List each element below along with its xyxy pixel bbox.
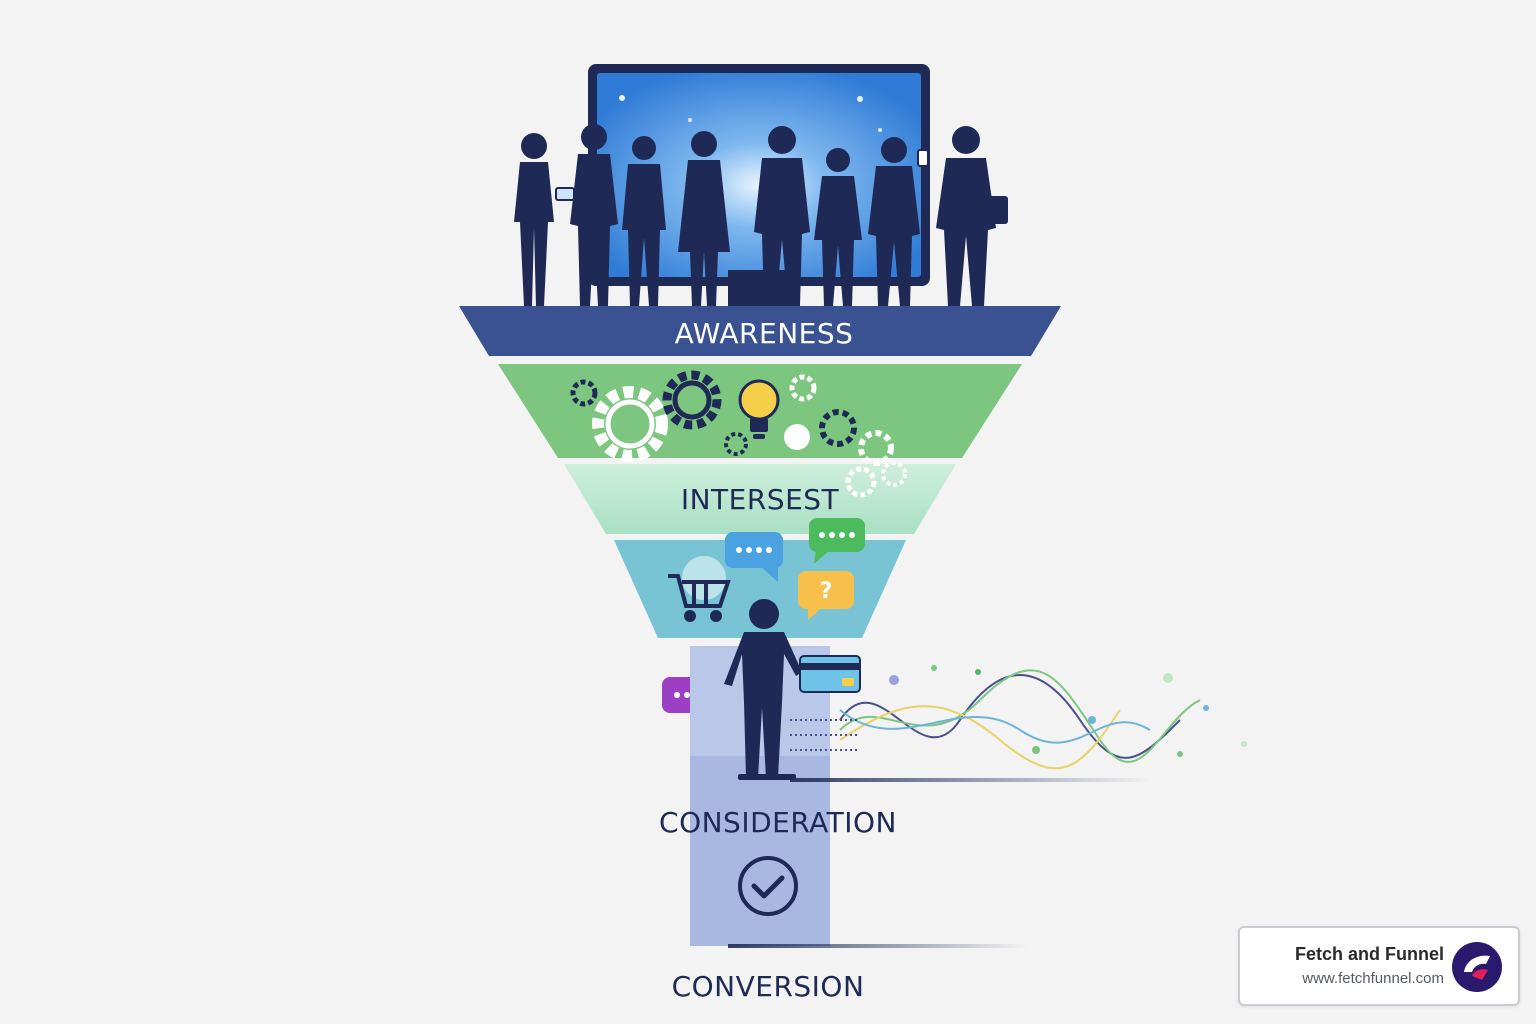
data-wave-lines-icon (790, 665, 1247, 770)
stage-label-interest: INTERSEST (681, 483, 840, 516)
funnel-band-awareness (459, 306, 1061, 356)
person-silhouette-icon (724, 599, 802, 780)
fetchfunnel-logo-icon (1452, 942, 1502, 992)
svg-text:?: ? (820, 579, 833, 604)
question-bubble-icon: ? (798, 571, 854, 620)
stage-label-awareness: AWARENESS (675, 317, 854, 350)
credit-card-icon (799, 655, 861, 693)
gear-icon (570, 370, 907, 498)
stage-label-conversion: CONVERSION (672, 970, 865, 1003)
people-silhouettes-icon (514, 124, 1008, 306)
brand-card[interactable]: Fetch and Funnel www.fetchfunnel.com (1238, 926, 1520, 1006)
funnel-band-interest (564, 464, 956, 534)
lightbulb-icon (738, 379, 780, 439)
brand-name: Fetch and Funnel (1294, 944, 1444, 964)
brand-url[interactable]: www.fetchfunnel.com (1302, 970, 1444, 987)
checkmark-circle-icon (738, 856, 798, 916)
stage-label-consideration: CONSIDERATION (659, 806, 897, 839)
shopping-cart-icon (668, 556, 731, 622)
